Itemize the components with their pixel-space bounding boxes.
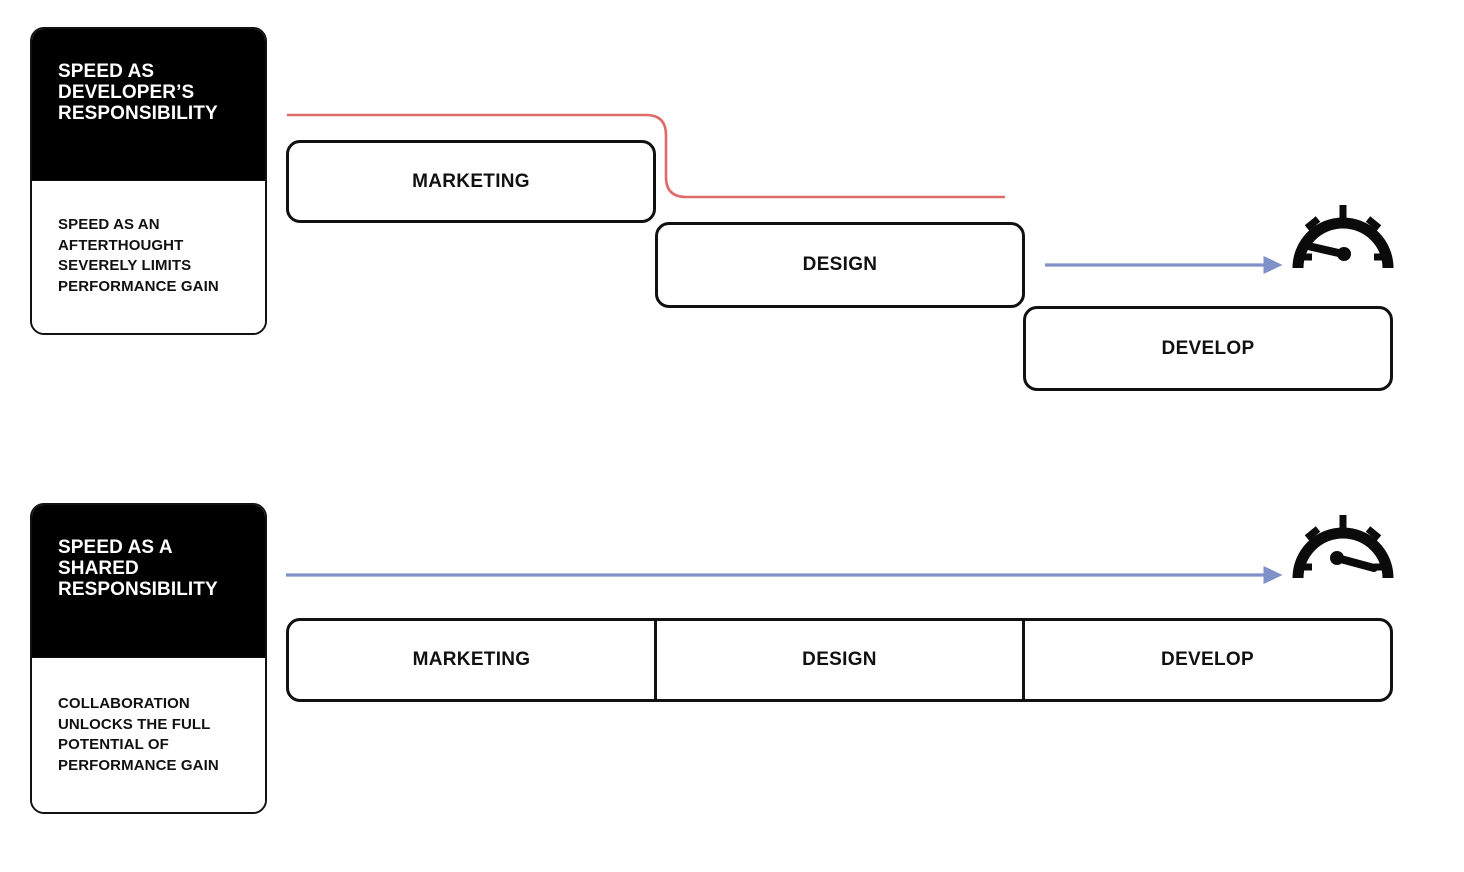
stage-box-marketing-staggered[interactable]: MARKETING [286,140,656,223]
label-card-body: COLLABORATION UNLOCKS THE FULL POTENTIAL… [32,657,265,812]
stage-label: MARKETING [412,649,531,670]
label-card-subtitle: SPEED AS AN AFTERTHOUGHT SEVERELY LIMITS… [58,216,219,296]
speedometer-icon-low [1292,205,1394,269]
label-card-subtitle: COLLABORATION UNLOCKS THE FULL POTENTIAL… [58,695,219,775]
label-card-title: SPEED AS A SHARED RESPONSIBILITY [58,537,218,600]
label-card-body: SPEED AS AN AFTERTHOUGHT SEVERELY LIMITS… [32,180,265,333]
stage-box-marketing-joined[interactable]: MARKETING [289,621,654,699]
stage-box-design-staggered[interactable]: DESIGN [655,222,1025,308]
stage-box-develop-staggered[interactable]: DEVELOP [1023,306,1393,391]
stage-label: DEVELOP [1161,337,1255,359]
stage-label: DEVELOP [1161,649,1254,670]
stage-bar-joined: MARKETING DESIGN DEVELOP [286,618,1393,702]
label-card-title: SPEED AS DEVELOPER’S RESPONSIBILITY [58,61,218,124]
stage-box-design-joined[interactable]: DESIGN [654,621,1022,699]
label-card-header: SPEED AS A SHARED RESPONSIBILITY [32,505,265,661]
speedometer-icon-high [1292,515,1394,579]
stage-label: MARKETING [412,170,530,192]
label-card-shared-responsibility: SPEED AS A SHARED RESPONSIBILITY COLLABO… [30,503,267,814]
label-card-developer-responsibility: SPEED AS DEVELOPER’S RESPONSIBILITY SPEE… [30,27,267,335]
stage-box-develop-joined[interactable]: DEVELOP [1022,621,1390,699]
stage-label: DESIGN [802,254,878,275]
label-card-header: SPEED AS DEVELOPER’S RESPONSIBILITY [32,29,265,184]
stage-label: DESIGN [802,649,877,670]
